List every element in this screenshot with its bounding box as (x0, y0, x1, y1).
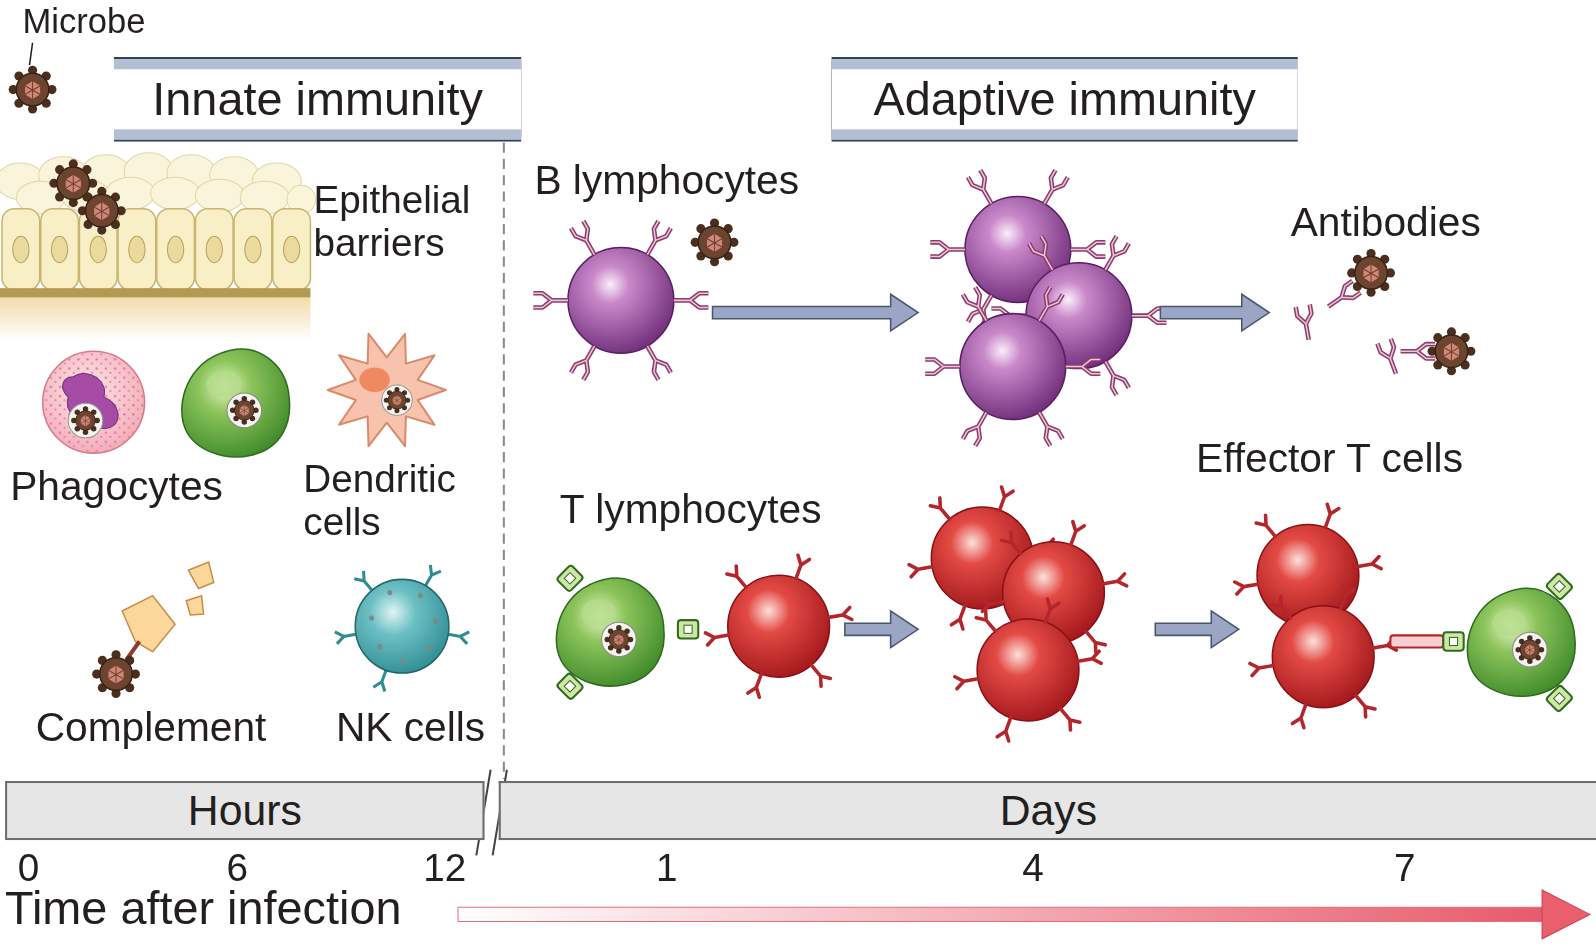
tick-number: 1 (656, 847, 678, 890)
timeline-unit: Hours (188, 787, 302, 834)
band-title: Innate immunity (152, 74, 483, 126)
cell-label: Antibodies (1291, 200, 1481, 245)
cell-label: T lymphocytes (560, 487, 822, 532)
cell-label: Complement (36, 705, 267, 750)
timeline-bar: Days (499, 781, 1596, 840)
cell-label: NK cells (336, 705, 485, 750)
tick-number: 12 (423, 847, 466, 890)
timeline-unit: Days (1000, 787, 1097, 834)
microbe-label: Microbe (22, 2, 145, 40)
axis-title: Time after infection (5, 882, 401, 934)
immunity-band: Adaptive immunity (832, 59, 1298, 139)
cell-label: B lymphocytes (534, 158, 799, 203)
immunity-band: Innate immunity (114, 59, 521, 139)
cell-label: Phagocytes (10, 463, 223, 508)
cell-label: Dendritic cells (303, 458, 481, 543)
cell-label: Effector T cells (1196, 436, 1463, 481)
timeline-bar: Hours (5, 781, 484, 840)
tick-number: 7 (1394, 847, 1416, 890)
cell-label: Epithelial barriers (314, 179, 502, 264)
band-title: Adaptive immunity (873, 74, 1256, 126)
tick-number: 4 (1022, 847, 1044, 890)
